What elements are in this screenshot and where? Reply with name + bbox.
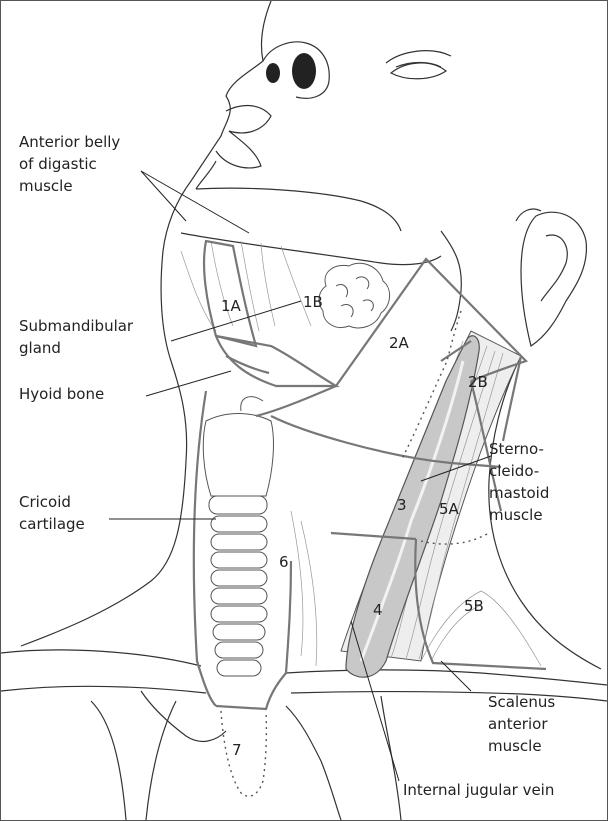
nostril-left xyxy=(266,63,280,83)
label-scalenus-anterior: Scalenus anterior muscle xyxy=(488,693,556,755)
label-cricoid-cartilage: Cricoid cartilage xyxy=(19,493,85,533)
level-1a: 1A xyxy=(221,297,241,315)
level-2-dotted xyxy=(400,310,462,462)
thyroid-cartilage xyxy=(202,413,274,497)
level-2b: 2B xyxy=(468,373,488,391)
nose-outline xyxy=(262,41,330,99)
label-internal-jugular-vein: Internal jugular vein xyxy=(403,781,555,799)
label-anterior-belly: Anterior belly of digastic muscle xyxy=(19,133,121,195)
level-7-dotted xyxy=(220,710,268,797)
trachea-rings xyxy=(208,495,268,677)
label-submandibular-gland: Submandibular gland xyxy=(19,317,134,357)
label-hyoid-bone: Hyoid bone xyxy=(19,385,105,403)
leader-submandibular xyxy=(170,300,302,342)
ear-outline xyxy=(520,211,588,347)
submandibular-gland-shape xyxy=(318,262,390,329)
level-2a: 2A xyxy=(389,334,409,352)
level-5b: 5B xyxy=(464,597,484,615)
eye-outline xyxy=(389,62,448,80)
level-6: 6 xyxy=(279,553,289,571)
level-5a: 5A xyxy=(439,500,459,518)
lips xyxy=(215,104,272,169)
level-boundaries xyxy=(192,239,547,711)
level-7: 7 xyxy=(232,741,242,759)
level-1b: 1B xyxy=(303,293,323,311)
leader-hyoid xyxy=(145,370,232,397)
leader-jugular xyxy=(350,620,400,782)
leader-anterior-belly-1 xyxy=(140,170,187,222)
leader-anterior-belly-2 xyxy=(140,170,250,234)
level-4: 4 xyxy=(373,601,383,619)
jaw-line xyxy=(195,187,402,232)
neck-right-outline xyxy=(488,355,602,670)
label-sternocleidomastoid: Sterno- cleido- mastoid muscle xyxy=(489,440,550,524)
leader-scalenus xyxy=(440,660,472,692)
clavicle xyxy=(1,649,607,686)
leader-sterno xyxy=(420,455,492,482)
face-outline xyxy=(20,1,272,647)
level-3: 3 xyxy=(397,496,407,514)
nostril xyxy=(292,53,316,89)
